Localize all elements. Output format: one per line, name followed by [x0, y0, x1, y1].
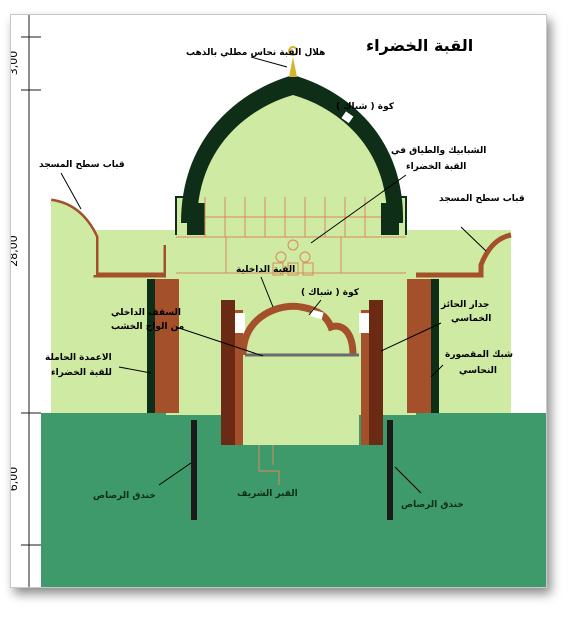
- label-windows-arches-2: القبة الخضراء: [406, 162, 466, 172]
- left-roof-fill: [51, 201, 96, 275]
- label-lead-trench-right: خندق الرصاص: [401, 500, 464, 510]
- inner-dome-window: [310, 309, 324, 320]
- crescent-finial: [289, 57, 297, 77]
- scale-middle: 28,00: [11, 235, 20, 267]
- left-column-brown: [155, 279, 179, 413]
- right-column-dark: [431, 279, 439, 413]
- diagram-frame: 3,00 28,00 6,00 القبة الخضراء هلال القبة…: [7, 14, 547, 588]
- drum-grid: [176, 197, 406, 274]
- right-column-brown: [407, 279, 431, 413]
- scale-bar: [21, 15, 41, 587]
- left-column-dark: [147, 279, 155, 413]
- label-roof-domes-right: قباب سطح المسجد: [439, 194, 525, 204]
- label-brass-screen-2: النحاسي: [459, 366, 497, 376]
- label-inner-ceiling-2: من الواح الخشب: [111, 322, 184, 332]
- inner-wall-left-2: [235, 310, 243, 445]
- inner-window-right: [359, 313, 369, 333]
- label-inner-dome: القبة الداخلية: [236, 265, 295, 275]
- label-columns-2: للقبة الخضراء: [51, 368, 112, 378]
- label-noble-grave: القبر الشريف: [237, 489, 298, 499]
- label-windows-arches-1: الشبابيك والطياق في: [391, 146, 486, 156]
- right-roof-dome: [403, 232, 512, 278]
- diagram-title: القبة الخضراء: [366, 36, 473, 55]
- dome-window: [341, 111, 354, 124]
- lead-trench-left: [191, 420, 197, 520]
- crescent-icon: [288, 46, 298, 56]
- label-inner-ceiling-1: السقف الداخلي: [111, 308, 181, 318]
- arches-pattern: [272, 239, 314, 276]
- label-lead-trench-left: خندق الرصاص: [93, 491, 156, 501]
- label-window-top: كوة ( شباك ): [336, 102, 395, 112]
- label-columns-1: الاعمدة الحاملة: [45, 353, 112, 363]
- inner-wall-right: [369, 300, 383, 445]
- scale-bottom: 6,00: [11, 467, 20, 492]
- label-crescent: هلال القبة نحاس مطلي بالذهب: [186, 48, 325, 58]
- label-roof-domes-left: قباب سطح المسجد: [39, 160, 125, 170]
- label-pentagonal-wall-2: الخماسي: [451, 314, 491, 324]
- grave-outline: [258, 445, 280, 485]
- grave-chamber-lower: [243, 413, 359, 445]
- label-pentagonal-wall-1: جدار الحائز: [440, 300, 489, 310]
- scale-top: 3,00: [11, 51, 20, 76]
- inner-window-left: [235, 313, 245, 333]
- inner-wall-right-2: [361, 310, 369, 445]
- label-brass-screen-1: شبك المقصورة: [445, 350, 513, 360]
- dome-inner: [197, 95, 388, 223]
- lead-trench-right: [387, 420, 393, 520]
- dome-base-left: [187, 203, 205, 235]
- green-dome-diagram: 3,00 28,00 6,00 القبة الخضراء هلال القبة…: [7, 15, 546, 587]
- dome-base-right: [381, 203, 399, 235]
- label-window-inner: كوة ( شباك ): [301, 288, 360, 298]
- inner-wall-left: [221, 300, 235, 445]
